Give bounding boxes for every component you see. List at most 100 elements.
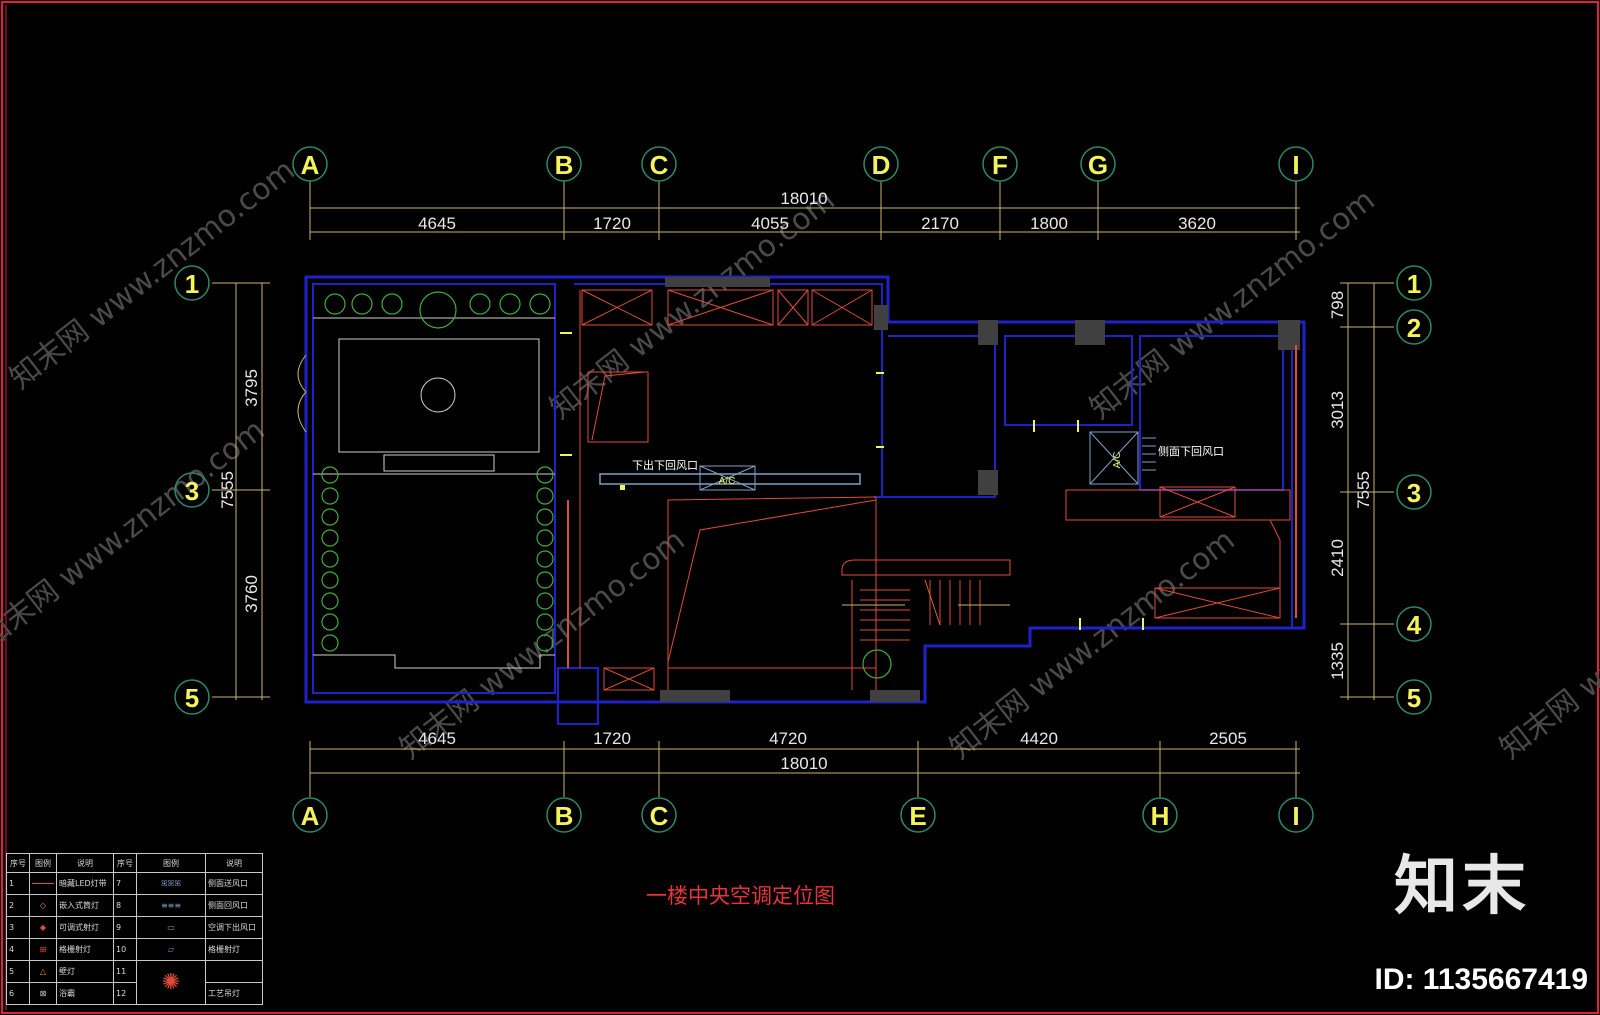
legend-header: 说明 — [56, 853, 114, 873]
axis-bubble-right-5: 5 — [1396, 679, 1432, 715]
svg-text:B: B — [555, 150, 574, 180]
dimension-lines — [228, 200, 1382, 781]
svg-text:3: 3 — [185, 476, 199, 506]
entry-door — [297, 354, 307, 433]
dim-right-seg: 798 — [1328, 291, 1347, 319]
dim-bottom-seg: 4420 — [1020, 729, 1058, 748]
dim-bottom-seg: 1720 — [593, 729, 631, 748]
vent-label-right: 侧面下回风口 — [1158, 445, 1224, 458]
legend-desc: 侧面回风口 — [205, 894, 263, 917]
axis-bubble-right-2: 2 — [1396, 309, 1432, 345]
axis-bubble-top-A: A — [292, 146, 328, 182]
svg-text:5: 5 — [185, 683, 199, 713]
dim-top-seg: 4645 — [418, 214, 456, 233]
return-vent-icon: ≡≡≡ — [136, 894, 206, 917]
svg-text:2: 2 — [1407, 313, 1421, 343]
axis-bubble-top-I: I — [1278, 146, 1314, 182]
legend-header: 序号 — [113, 853, 137, 873]
axis-bubble-left-3: 3 — [174, 472, 210, 508]
legend-header: 图例 — [136, 853, 206, 873]
svg-text:3: 3 — [1407, 478, 1421, 508]
legend-row: 5 △ 壁灯 11 ✺ — [6, 960, 263, 1005]
legend-desc: 格栅射灯 — [56, 938, 114, 961]
wall-fills — [660, 277, 1300, 702]
downlight-icon: ◇ — [29, 894, 57, 917]
watermark-layer: 知末网 www.znzmo.com 知末网 www.znzmo.com 知末网 … — [0, 153, 1600, 767]
legend-no: 6 — [6, 982, 30, 1005]
axis-bubble-top-B: B — [546, 146, 582, 182]
svg-text:H: H — [1151, 801, 1170, 831]
axis-bubble-bottom-E: E — [900, 797, 936, 833]
legend-desc: 浴霸 — [56, 982, 114, 1005]
svg-text:1: 1 — [1407, 269, 1421, 299]
legend-no: 2 — [6, 894, 30, 917]
svg-text:A: A — [301, 801, 320, 831]
axis-bubble-top-G: G — [1080, 146, 1116, 182]
svg-text:C: C — [650, 801, 669, 831]
plant-symbols — [321, 291, 892, 679]
dim-bottom-seg: 4645 — [418, 729, 456, 748]
legend-row: 3 ◆ 可调式射灯 9 ▭ 空调下出风口 — [6, 916, 263, 939]
axis-bubble-left-1: 1 — [174, 265, 210, 301]
legend-no: 8 — [113, 894, 137, 917]
dimension-values: 18010 4645 1720 4055 2170 1800 3620 4645… — [218, 189, 1373, 773]
legend-desc: 格栅射灯 — [205, 938, 263, 961]
legend-no: 12 — [113, 982, 137, 1005]
svg-text:1: 1 — [185, 269, 199, 299]
svg-text:E: E — [909, 801, 926, 831]
axis-bubble-left-5: 5 — [174, 679, 210, 715]
legend-header-row: 序号 图例 说明 序号 图例 说明 — [6, 853, 263, 873]
dim-bottom-seg: 2505 — [1209, 729, 1247, 748]
legend-row: 1 暗藏LED灯带 7 ꕤꕤꕤ 侧面送风口 — [6, 872, 263, 895]
legend-no: 5 — [6, 960, 30, 983]
drawing-title: 一楼中央空调定位图 — [646, 884, 835, 908]
outlet-marker — [620, 485, 625, 490]
dim-left-seg: 3760 — [242, 575, 261, 613]
legend-header: 图例 — [29, 853, 57, 873]
watermark-text: 知末网 www.znzmo.com — [3, 153, 301, 397]
dim-top-total: 18010 — [780, 189, 827, 208]
legend-no: 10 — [113, 938, 137, 961]
legend-no: 11 — [113, 960, 137, 983]
legend-no: 4 — [6, 938, 30, 961]
interior-details — [567, 289, 1297, 691]
legend-desc — [205, 960, 263, 983]
dim-right-seg: 1335 — [1328, 642, 1347, 680]
legend-desc: 可调式射灯 — [56, 916, 114, 939]
svg-text:I: I — [1292, 150, 1299, 180]
legend-no: 3 — [6, 916, 30, 939]
svg-text:C: C — [650, 150, 669, 180]
ac-unit-left — [699, 465, 756, 491]
grille-light-icon: ⊞ — [29, 938, 57, 961]
ac-units: A/C 下出下回风口 A/C 侧面下回风口 — [599, 431, 1224, 491]
dim-left-total: 7555 — [218, 471, 237, 509]
axis-bubble-right-1: 1 — [1396, 265, 1432, 301]
legend-no: 7 — [113, 872, 137, 895]
legend-desc: 嵌入式筒灯 — [56, 894, 114, 917]
legend-no: 9 — [113, 916, 137, 939]
door-markers — [560, 332, 1144, 630]
watermark-text: 知末网 www.znzmo.com — [943, 523, 1241, 767]
supply-vent-icon: ꕤꕤꕤ — [136, 872, 206, 895]
dim-right-total: 7555 — [1354, 471, 1373, 509]
legend-header: 序号 — [6, 853, 30, 873]
watermark-id: ID: 1135667419 — [1374, 963, 1588, 996]
legend-desc: 壁灯 — [56, 960, 114, 983]
svg-text:D: D — [872, 150, 891, 180]
svg-text:A: A — [301, 150, 320, 180]
dim-top-seg: 1800 — [1030, 214, 1068, 233]
legend-row: 4 ⊞ 格栅射灯 10 ▱ 格栅射灯 — [6, 938, 263, 961]
vent-label-left: 下出下回风口 — [632, 458, 698, 472]
dim-top-seg: 2170 — [921, 214, 959, 233]
dim-right-seg: 2410 — [1328, 539, 1347, 577]
svg-text:4: 4 — [1407, 610, 1422, 640]
axis-bubble-bottom-C: C — [641, 797, 677, 833]
axis-bubble-top-D: D — [863, 146, 899, 182]
svg-text:5: 5 — [1407, 683, 1421, 713]
vent-grille — [1142, 437, 1156, 471]
ac-unit-right — [1089, 431, 1139, 485]
dim-left-seg: 3795 — [242, 369, 261, 407]
legend-header: 说明 — [205, 853, 263, 873]
legend-table: 序号 图例 说明 序号 图例 说明 1 暗藏LED灯带 7 ꕤꕤꕤ 侧面送风口 … — [6, 853, 263, 1005]
